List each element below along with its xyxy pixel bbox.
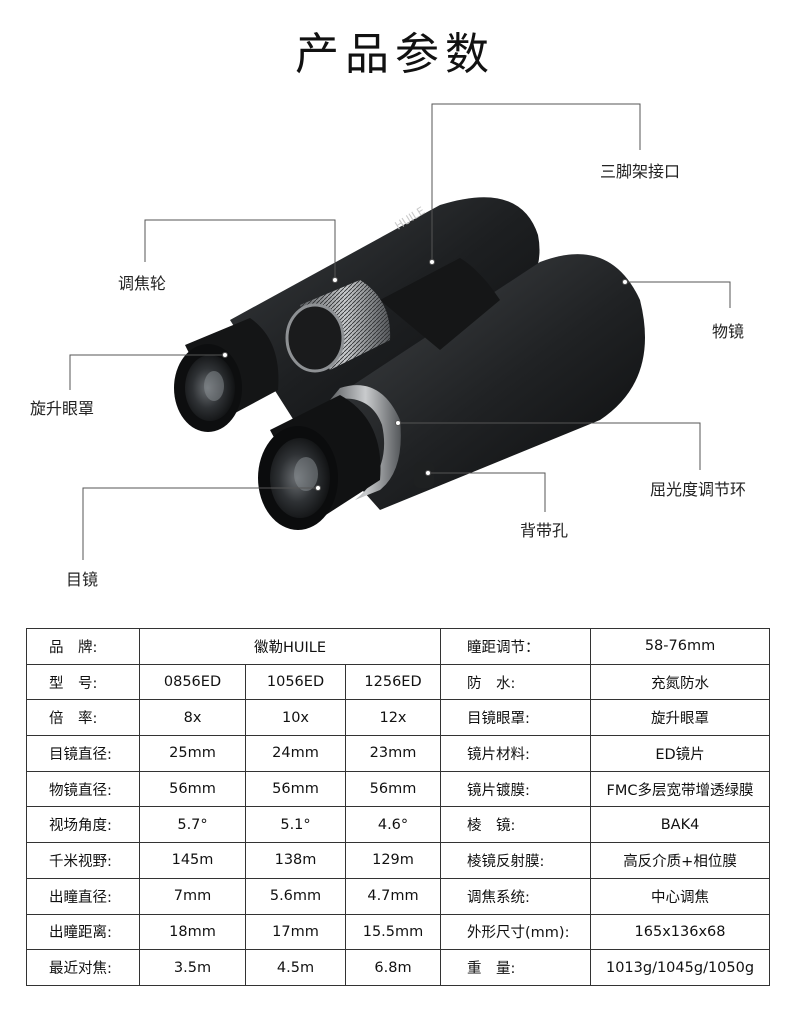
page-title: 产品参数: [295, 29, 495, 80]
spec-value: 6.8m: [344, 949, 442, 986]
spec-value: 10x: [245, 699, 346, 737]
spec-value: 4.7mm: [344, 877, 442, 915]
spec-label: 倍 率:: [26, 699, 140, 737]
focus-wheel-illustration: [285, 280, 391, 373]
spec-label: 目镜直径:: [26, 735, 140, 772]
callout-eyecup: 旋升眼罩: [30, 399, 95, 418]
table-row: 型 号: 0856ED 1056ED 1256ED 防 水: 充氮防水: [26, 663, 771, 701]
spec-label: 瞳距调节：: [440, 628, 592, 665]
table-row: 出瞳距离: 18mm 17mm 15.5mm 外形尺寸(mm): 165x136…: [26, 913, 771, 951]
spec-label: 调焦系统:: [440, 877, 592, 915]
spec-value: FMC多层宽带增透绿膜: [590, 770, 771, 808]
table-row: 倍 率: 8x 10x 12x 目镜眼罩: 旋升眼罩: [26, 699, 771, 737]
spec-value: ED镜片: [590, 735, 771, 772]
callout-eyepiece: 目镜: [66, 570, 99, 589]
spec-value: 4.5m: [245, 949, 346, 986]
callout-strap-hole: 背带孔: [520, 521, 569, 540]
spec-value: 23mm: [344, 735, 442, 772]
spec-value: 7mm: [139, 877, 246, 915]
spec-value: 165x136x68: [590, 913, 771, 951]
spec-value: 17mm: [245, 913, 346, 951]
spec-value: 56mm: [245, 770, 346, 808]
spec-label: 镜片镀膜:: [440, 770, 592, 808]
spec-value: BAK4: [590, 806, 771, 844]
spec-label: 品 牌:: [26, 628, 140, 665]
spec-table: 品 牌: 徽勒HUILE 瞳距调节： 58-76mm 型 号: 0856ED 1…: [26, 628, 771, 986]
spec-label: 目镜眼罩:: [440, 699, 592, 737]
spec-value: 56mm: [139, 770, 246, 808]
spec-value: 24mm: [245, 735, 346, 772]
spec-value: 56mm: [344, 770, 442, 808]
eyepiece-left-illustration: [174, 318, 279, 432]
table-row: 视场角度: 5.7° 5.1° 4.6° 棱 镜: BAK4: [26, 806, 771, 844]
spec-value: 58-76mm: [590, 628, 771, 665]
table-row: 出瞳直径: 7mm 5.6mm 4.7mm 调焦系统: 中心调焦: [26, 877, 771, 915]
spec-value: 5.6mm: [245, 877, 346, 915]
spec-label: 视场角度:: [26, 806, 140, 844]
spec-label: 出瞳直径:: [26, 877, 140, 915]
spec-value: 徽勒HUILE: [138, 628, 442, 665]
binoculars-photo: HUILE: [69, 103, 731, 560]
spec-value: 138m: [245, 842, 346, 879]
callout-objective: 物镜: [712, 322, 745, 341]
callout-diopter-ring: 屈光度调节环: [650, 480, 747, 499]
table-row: 物镜直径: 56mm 56mm 56mm 镜片镀膜: FMC多层宽带增透绿膜: [26, 770, 771, 808]
spec-label: 物镜直径:: [26, 770, 140, 808]
callout-focus-wheel: 调焦轮: [118, 274, 167, 293]
spec-value: 1256ED: [344, 663, 442, 701]
table-row: 最近对焦: 3.5m 4.5m 6.8m 重 量: 1013g/1045g/10…: [26, 949, 771, 986]
eyepiece-right-illustration: [258, 395, 381, 530]
callout-tripod-mount: 三脚架接口: [600, 162, 681, 181]
spec-value: 4.6°: [344, 806, 442, 844]
spec-label: 棱镜反射膜:: [440, 842, 592, 879]
table-row: 目镜直径: 25mm 24mm 23mm 镜片材料: ED镜片: [26, 735, 771, 772]
spec-value: 3.5m: [139, 949, 246, 986]
spec-label: 防 水:: [440, 663, 592, 701]
spec-label: 千米视野:: [26, 842, 140, 879]
spec-value: 15.5mm: [344, 913, 442, 951]
spec-value: 中心调焦: [590, 877, 771, 915]
spec-value: 18mm: [139, 913, 246, 951]
table-row: 千米视野: 145m 138m 129m 棱镜反射膜: 高反介质+相位膜: [26, 842, 771, 879]
spec-value: 8x: [139, 699, 246, 737]
spec-value: 25mm: [139, 735, 246, 772]
table-row: 品 牌: 徽勒HUILE 瞳距调节： 58-76mm: [26, 628, 771, 665]
spec-value: 145m: [139, 842, 246, 879]
spec-label: 外形尺寸(mm):: [440, 913, 592, 951]
spec-label: 棱 镜:: [440, 806, 592, 844]
spec-value: 12x: [344, 699, 442, 737]
spec-label: 重 量:: [440, 949, 592, 986]
spec-label: 出瞳距离:: [26, 913, 140, 951]
spec-value: 充氮防水: [590, 663, 771, 701]
spec-label: 镜片材料:: [440, 735, 592, 772]
spec-value: 高反介质+相位膜: [590, 842, 771, 879]
spec-value: 129m: [344, 842, 442, 879]
spec-label: 型 号:: [26, 663, 140, 701]
spec-value: 5.7°: [139, 806, 246, 844]
spec-value: 0856ED: [139, 663, 246, 701]
spec-value: 5.1°: [245, 806, 346, 844]
spec-value: 1056ED: [245, 663, 346, 701]
spec-value: 1013g/1045g/1050g: [590, 949, 771, 986]
spec-label: 最近对焦:: [26, 949, 140, 986]
spec-value: 旋升眼罩: [590, 699, 771, 737]
